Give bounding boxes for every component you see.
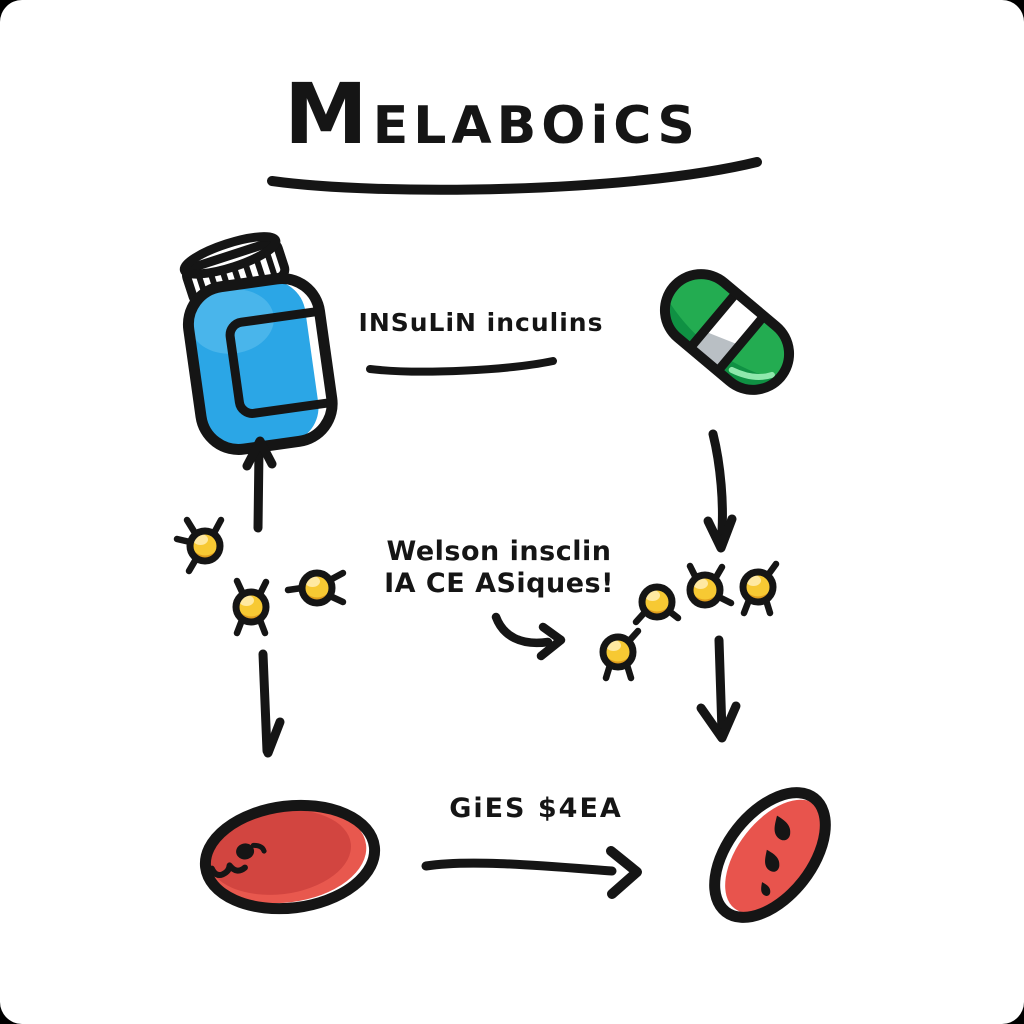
insulin-heading: INSuLiN inculins	[358, 308, 604, 337]
molecule-icon	[743, 560, 780, 617]
arrow-down-left-icon	[258, 649, 285, 758]
pill-bottle-icon	[179, 232, 338, 455]
center-note-line2: IA CE ASiques!	[384, 568, 614, 599]
arrow-note-curved-icon	[491, 612, 566, 661]
molecule-cluster-left	[173, 516, 347, 637]
red-cell-icon	[199, 799, 381, 915]
cell-nucleus-blob	[236, 843, 255, 860]
bottom-note: GiES $4EA	[449, 793, 623, 824]
molecule-icon	[690, 562, 735, 605]
seeded-cell-icon	[709, 787, 831, 923]
arrow-right-icon	[421, 846, 642, 899]
arrow-down-curved-icon	[703, 429, 737, 553]
arrow-up-icon	[242, 436, 277, 533]
molecule-icon	[173, 516, 225, 575]
molecule-icon	[284, 573, 347, 604]
insulin-underline	[366, 357, 557, 376]
molecule-cluster-right	[603, 560, 780, 682]
capsule-icon	[650, 269, 795, 405]
center-note-line1: Welson insclin	[386, 536, 612, 567]
molecule-icon	[603, 627, 642, 682]
molecule-icon	[632, 587, 682, 626]
molecule-icon	[236, 577, 266, 637]
arrow-down-right-icon	[696, 635, 741, 743]
cell-squiggle	[208, 862, 248, 879]
page-title: MELABOiCS	[284, 65, 700, 163]
title-underline	[267, 157, 762, 195]
center-note: Welson insclin IA CE ASiques!	[357, 536, 641, 600]
